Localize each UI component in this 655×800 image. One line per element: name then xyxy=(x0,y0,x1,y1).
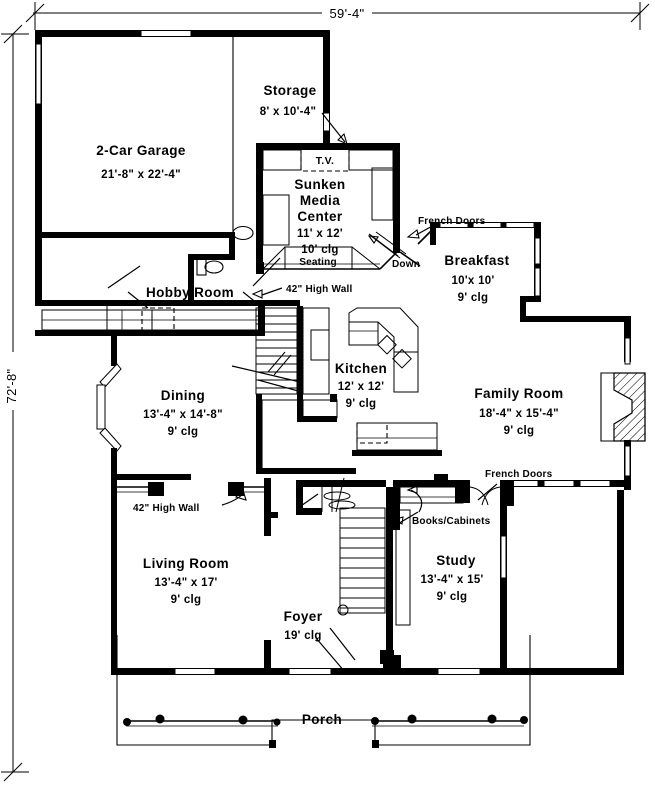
down-stair-indicator xyxy=(367,231,421,267)
overall-depth-label: 72'-8" xyxy=(4,368,19,403)
label-living-size: 13'-4" x 17' xyxy=(154,577,217,589)
label-kitchen-name: Kitchen xyxy=(335,361,387,376)
label-high-wall-living: 42" High Wall xyxy=(133,503,199,514)
label-media-size: 11' x 12' xyxy=(297,228,343,240)
label-family-ceiling: 9' clg xyxy=(504,425,535,437)
media-center-walls xyxy=(256,143,401,274)
label-foyer-name: Foyer xyxy=(284,609,323,624)
label-dining-size: 13'-4" x 14'-8" xyxy=(143,409,223,421)
label-media-line3: Center xyxy=(297,209,343,224)
callout-leaders xyxy=(221,112,498,506)
label-porch-name: Porch xyxy=(302,712,342,727)
label-dining-ceiling: 9' clg xyxy=(168,426,199,438)
label-breakfast-size: 10'x 10' xyxy=(451,275,494,287)
main-stair-upper xyxy=(231,307,330,395)
label-kitchen-size: 12' x 12' xyxy=(338,381,385,393)
label-french-doors-breakfast: French Doors xyxy=(418,216,486,227)
label-tv: T.V. xyxy=(316,155,335,167)
label-living-name: Living Room xyxy=(143,556,229,571)
bath-fixtures xyxy=(196,225,254,276)
breakfast-walls xyxy=(417,222,631,490)
label-study-size: 13'-4" x 15' xyxy=(420,574,483,586)
label-books-cabinets: Books/Cabinets xyxy=(412,516,491,527)
label-french-doors-study: French Doors xyxy=(485,469,553,480)
porch-railing xyxy=(123,714,528,748)
porch xyxy=(116,635,531,748)
overall-width-label: 59'-4" xyxy=(330,6,365,21)
label-family-size: 18'-4" x 15'-4" xyxy=(479,408,559,420)
label-foyer-ceiling: 19' clg xyxy=(284,630,321,642)
label-family-name: Family Room xyxy=(474,386,563,401)
label-living-ceiling: 9' clg xyxy=(171,594,202,606)
label-storage-name: Storage xyxy=(263,83,316,98)
living-room-walls xyxy=(111,474,278,674)
label-media-line2: Media xyxy=(300,193,340,208)
label-garage-name: 2-Car Garage xyxy=(96,143,186,158)
garage-storage-shell xyxy=(35,30,330,306)
label-study-ceiling: 9' clg xyxy=(437,591,468,603)
label-kitchen-ceiling: 9' clg xyxy=(346,398,377,410)
room-labels: 2-Car Garage 21'-8" x 22'-4" Storage 8' … xyxy=(96,83,563,727)
label-study-name: Study xyxy=(436,553,476,568)
label-seating: Seating xyxy=(299,257,337,268)
kitchen-walls-counters xyxy=(297,306,442,456)
label-breakfast-ceiling: 9' clg xyxy=(458,292,489,304)
hobby-room-walls xyxy=(35,257,300,364)
label-hobby-name: Hobby Room xyxy=(146,285,234,300)
fireplace xyxy=(600,372,646,442)
label-media-line1: Sunken xyxy=(294,177,345,192)
front-wall xyxy=(111,490,624,675)
dimension-top: 59'-4" xyxy=(25,2,650,30)
label-high-wall-media: 42" High Wall xyxy=(286,284,352,295)
label-down: Down xyxy=(392,259,420,270)
label-storage-size: 8' x 10'-4" xyxy=(260,106,316,118)
label-breakfast-name: Breakfast xyxy=(444,253,509,268)
dimension-left: 72'-8" xyxy=(1,24,29,782)
dining-walls xyxy=(96,336,356,480)
label-garage-size: 21'-8" x 22'-4" xyxy=(101,169,181,181)
label-media-ceiling: 10' clg xyxy=(301,244,338,256)
study-walls xyxy=(391,474,624,674)
label-dining-name: Dining xyxy=(161,388,205,403)
